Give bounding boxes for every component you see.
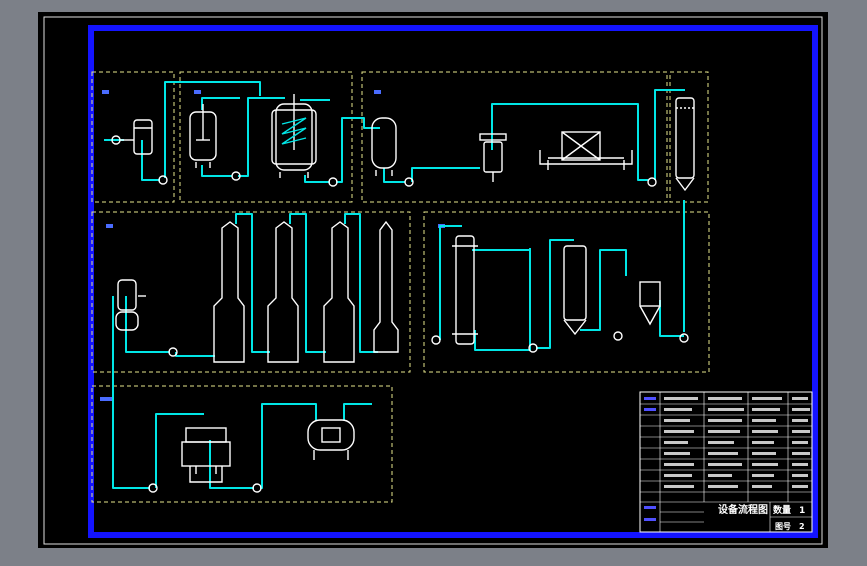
zone-1 — [91, 71, 175, 203]
equipment — [111, 94, 695, 493]
tall-column — [675, 97, 695, 192]
pipe-exchanger — [474, 248, 531, 351]
pipe-to-press — [112, 296, 150, 489]
pipe-reactor-pump — [304, 175, 330, 183]
evaporator-column-2 — [267, 221, 299, 363]
pipe-dryer-out — [343, 403, 372, 420]
pipe-cyclone-pump — [659, 300, 684, 337]
pump-7 — [431, 335, 441, 345]
quantity-value: 1 — [799, 506, 805, 516]
pump-8 — [528, 343, 538, 353]
title-block-grid — [640, 392, 812, 532]
pipe-pump-reactor2 — [238, 97, 285, 177]
zone-5 — [91, 211, 411, 373]
section-label-3 — [374, 90, 381, 94]
pump-1 — [158, 175, 168, 185]
section-label-5 — [106, 224, 113, 228]
pipe-exchanger-top — [439, 225, 462, 340]
pipe-receiver-pump — [383, 168, 405, 183]
pipe-press-pump — [209, 440, 254, 489]
title-block-frame — [639, 391, 813, 533]
drawing-no-label: 图号 — [775, 522, 791, 531]
zone-3 — [361, 71, 668, 203]
zone-6 — [423, 211, 710, 373]
pipe-pump-receiver — [336, 117, 380, 183]
condenser — [115, 279, 146, 331]
receiver-tank — [371, 117, 397, 176]
heat-exchanger — [452, 235, 478, 345]
drawing-title: 设备流程图 — [718, 503, 768, 516]
section-label-2 — [194, 90, 201, 94]
cartridge-filter — [479, 133, 507, 182]
mixing-tank — [189, 104, 217, 168]
pump-5 — [647, 177, 657, 187]
zone-borders — [91, 71, 710, 503]
evaporator-column-3 — [323, 221, 355, 363]
pump-9 — [613, 331, 623, 341]
pipe-pump-filter — [411, 167, 480, 182]
filter-press — [181, 427, 231, 483]
zone-2 — [179, 71, 353, 203]
sheet-outer-frame — [43, 16, 823, 545]
evaporator-column-1 — [213, 221, 245, 363]
pump-3 — [328, 177, 338, 187]
rotary-dryer — [307, 419, 355, 460]
pipe-col1-col2 — [235, 213, 270, 353]
zone-7 — [91, 385, 393, 503]
section-label-7 — [100, 397, 114, 401]
drawing-sheet — [38, 12, 828, 548]
dissolving-tank — [111, 119, 153, 155]
pipe-settler-cyclone — [580, 249, 627, 331]
pump-4 — [404, 177, 414, 187]
pipe-filter-dryer — [491, 103, 648, 181]
pipe-to-column — [654, 89, 685, 180]
pipelines — [104, 81, 685, 489]
sheet-blue-border — [88, 25, 818, 538]
pipe-tank-pump — [201, 165, 232, 177]
pump-6 — [168, 347, 178, 357]
evaporator-column-4 — [373, 220, 399, 353]
pump-11 — [148, 483, 158, 493]
title-block: 设备流程图 数量 1 图号 2 — [639, 391, 813, 533]
title-block-cell-marks — [644, 397, 810, 521]
quantity-label: 数量 — [773, 504, 791, 516]
pipe-to-settler — [536, 239, 574, 349]
crystallizer — [539, 131, 633, 170]
pipe-pump-col1 — [175, 352, 215, 357]
pipe-col3-col4 — [344, 213, 378, 353]
section-label-1 — [102, 90, 109, 94]
pipe-tank-top — [201, 97, 240, 110]
pipe-col2-col3 — [289, 213, 326, 353]
pump-10 — [679, 333, 689, 343]
pipe-pump-reactor — [164, 81, 261, 178]
cyclone-separator — [639, 281, 661, 326]
pump-2 — [231, 171, 241, 181]
pipe-pump-press — [155, 413, 204, 488]
pump-12 — [252, 483, 262, 493]
pipe-cond-pump — [125, 296, 170, 353]
jacketed-reactor — [271, 94, 317, 178]
drawing-no-value: 2 — [799, 522, 805, 531]
settling-tank — [563, 245, 587, 336]
